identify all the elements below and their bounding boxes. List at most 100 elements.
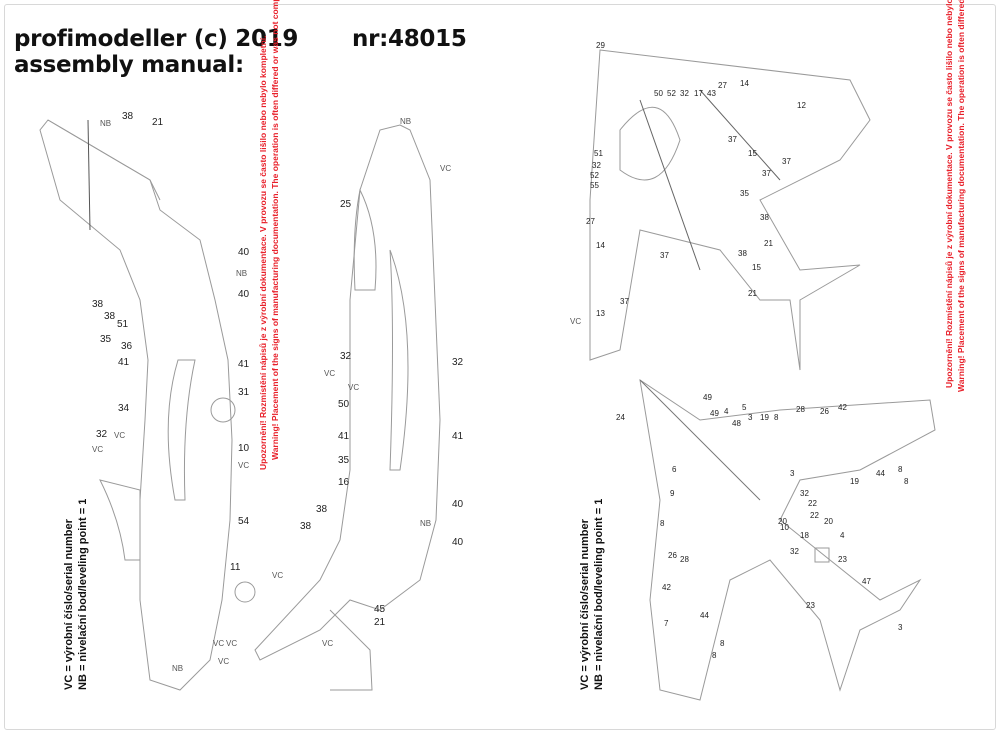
- callout-label: 31: [238, 387, 250, 398]
- callout-label: 41: [338, 431, 350, 442]
- callout-label: 40: [452, 499, 464, 510]
- callout-label: VC: [322, 639, 334, 648]
- callout-label: 42: [662, 583, 671, 592]
- callout-label: VC: [570, 317, 582, 326]
- callout-label: 51: [117, 319, 129, 330]
- callout-label: 32: [340, 351, 352, 362]
- callout-label: 32: [96, 429, 108, 440]
- callout-label: 22: [808, 499, 817, 508]
- callout-label: NB: [420, 519, 432, 528]
- callout-label: 8: [774, 413, 779, 422]
- callout-label: 11: [230, 562, 241, 573]
- callout-label: 36: [121, 341, 133, 352]
- callout-label: VC: [324, 369, 336, 378]
- callout-label: VC: [213, 639, 225, 648]
- callout-label: 32: [800, 489, 809, 498]
- callout-label: 40: [452, 537, 464, 548]
- callout-label: 41: [238, 359, 250, 370]
- callout-label: 37: [762, 169, 771, 178]
- callout-label: 37: [660, 251, 669, 260]
- callout-label: 3: [748, 413, 753, 422]
- callout-label: 7: [664, 619, 669, 628]
- callout-label: 10: [238, 443, 250, 454]
- callout-label: 14: [596, 241, 605, 250]
- kit-number: nr:48015: [352, 26, 467, 52]
- callout-label: 4: [724, 407, 729, 416]
- callout-label: 21: [764, 239, 773, 248]
- top-view-middle: [254, 124, 441, 691]
- callout-label: 23: [838, 555, 847, 564]
- document-title: profimodeller (c) 2019: [14, 26, 299, 52]
- callout-label: 34: [118, 403, 130, 414]
- callout-label: 4: [840, 531, 845, 540]
- callout-label: 8: [712, 651, 717, 660]
- callout-label: 45: [374, 604, 386, 615]
- callout-label: 37: [782, 157, 791, 166]
- callout-label: 16: [338, 477, 350, 488]
- callout-label: 37: [728, 135, 737, 144]
- page-border: [4, 4, 996, 730]
- callout-label: 43: [707, 89, 716, 98]
- callout-label: NB: [100, 119, 112, 128]
- callout-label: 35: [740, 189, 749, 198]
- callout-label: 28: [680, 555, 689, 564]
- callout-label: 5: [742, 403, 747, 412]
- callout-label: 32: [592, 161, 601, 170]
- callout-label: 20: [824, 517, 833, 526]
- callout-label: 49: [703, 393, 712, 402]
- callout-label: 54: [238, 516, 250, 527]
- callout-label: 51: [594, 149, 603, 158]
- callout-label: 38: [316, 504, 328, 515]
- bottom-view-right-lower: [639, 378, 936, 701]
- callout-label: 40: [238, 289, 250, 300]
- callout-label: 17: [694, 89, 703, 98]
- callout-label: 21: [152, 117, 164, 128]
- callout-label: VC: [272, 571, 284, 580]
- callout-label: 12: [797, 101, 806, 110]
- document-subtitle: assembly manual:: [14, 52, 244, 78]
- callout-label: 50: [338, 399, 350, 410]
- callout-label: 20: [778, 517, 787, 526]
- callout-label: VC: [440, 164, 452, 173]
- callout-label: 52: [590, 171, 599, 180]
- callout-label: 8: [904, 477, 909, 486]
- callout-label: VC: [92, 445, 104, 454]
- callout-label: 21: [748, 289, 757, 298]
- callout-label: 32: [790, 547, 799, 556]
- top-view-right-upper: [589, 49, 871, 371]
- callout-label: 19: [760, 413, 769, 422]
- callout-label: 26: [668, 551, 677, 560]
- callout-label: 15: [748, 149, 757, 158]
- callout-label: 28: [796, 405, 805, 414]
- callout-label: NB: [400, 117, 412, 126]
- callout-label: 52: [667, 89, 676, 98]
- callout-label: 8: [898, 465, 903, 474]
- callout-label: 13: [596, 309, 605, 318]
- callout-label: 32: [680, 89, 689, 98]
- callout-label: VC: [238, 461, 250, 470]
- callout-label: 55: [590, 181, 599, 190]
- callout-label: 24: [616, 413, 625, 422]
- callout-label: 14: [740, 79, 749, 88]
- callout-label: 23: [806, 601, 815, 610]
- callout-label: 6: [672, 465, 677, 474]
- callout-label: 10: [780, 523, 789, 532]
- callout-label: 8: [720, 639, 725, 648]
- callout-label: 21: [374, 617, 386, 628]
- callout-label: 3: [790, 469, 795, 478]
- callout-label: 19: [850, 477, 859, 486]
- callout-label: VC: [218, 657, 230, 666]
- callout-label: 37: [620, 297, 629, 306]
- callout-label: 49: [710, 409, 719, 418]
- callout-label: 38: [738, 249, 747, 258]
- callout-label: VC: [348, 383, 360, 392]
- callout-label: 41: [452, 431, 464, 442]
- callout-label: 15: [752, 263, 761, 272]
- callout-label: 35: [338, 455, 350, 466]
- callout-label: 38: [104, 311, 116, 322]
- callout-label: 38: [300, 521, 312, 532]
- callout-label: 22: [810, 511, 819, 520]
- callout-label: 38: [92, 299, 104, 310]
- callout-label: 25: [340, 199, 352, 210]
- callout-label: 44: [876, 469, 885, 478]
